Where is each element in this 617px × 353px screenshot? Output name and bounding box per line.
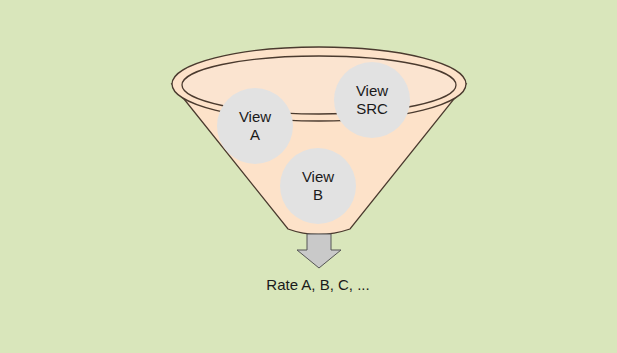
view-circle: View SRC: [334, 62, 410, 138]
output-label: Rate A, B, C, ...: [266, 276, 369, 293]
view-circle: View A: [217, 88, 293, 164]
view-name: View SRC: [356, 82, 388, 118]
funnel-opening: [182, 56, 456, 114]
circle-fill: [280, 148, 356, 224]
circle-fill: [334, 62, 410, 138]
view-name: View A: [239, 108, 271, 144]
view-name: View B: [302, 168, 334, 204]
view-circle: View B: [280, 148, 356, 224]
circle-fill: [217, 88, 293, 164]
output-arrow: [297, 234, 341, 268]
funnel-rim: [172, 47, 466, 121]
